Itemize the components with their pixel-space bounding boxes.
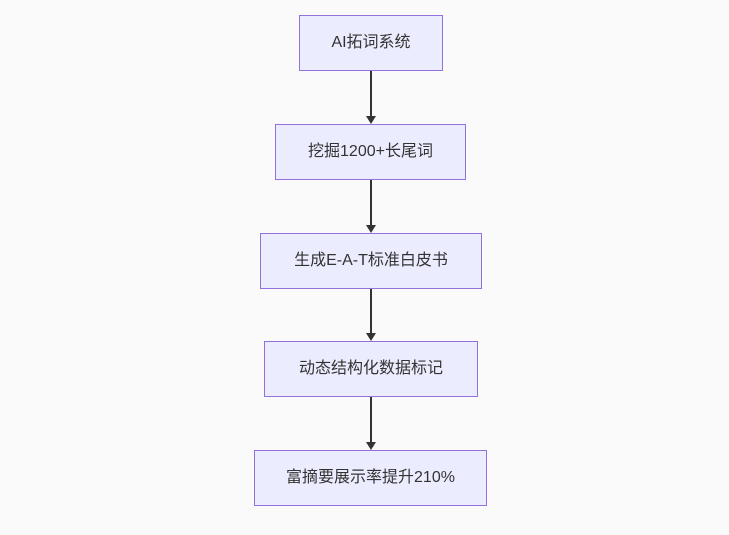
arrow-line <box>370 289 372 334</box>
flow-arrow-3-4 <box>365 289 377 341</box>
flow-arrow-2-3 <box>365 180 377 233</box>
node-label: 挖掘1200+长尾词 <box>308 143 433 161</box>
node-label: 动态结构化数据标记 <box>298 360 443 378</box>
flowchart-node-ai-keyword-system: AI拓词系统 <box>299 15 443 71</box>
arrow-line <box>370 180 372 226</box>
arrow-head-icon <box>366 225 376 233</box>
flowchart-node-eat-whitepaper: 生成E-A-T标准白皮书 <box>260 233 482 289</box>
flowchart-node-rich-snippet-result: 富摘要展示率提升210% <box>254 450 487 506</box>
node-label: AI拓词系统 <box>331 34 411 52</box>
arrow-head-icon <box>366 442 376 450</box>
flowchart-node-longtail-mining: 挖掘1200+长尾词 <box>275 124 466 180</box>
arrow-head-icon <box>366 116 376 124</box>
arrow-head-icon <box>366 333 376 341</box>
flow-arrow-1-2 <box>365 71 377 124</box>
node-label: 富摘要展示率提升210% <box>286 469 455 487</box>
node-label: 生成E-A-T标准白皮书 <box>294 252 448 270</box>
arrow-line <box>370 397 372 443</box>
flow-arrow-4-5 <box>365 397 377 450</box>
arrow-line <box>370 71 372 117</box>
flowchart-node-structured-data-markup: 动态结构化数据标记 <box>264 341 478 397</box>
